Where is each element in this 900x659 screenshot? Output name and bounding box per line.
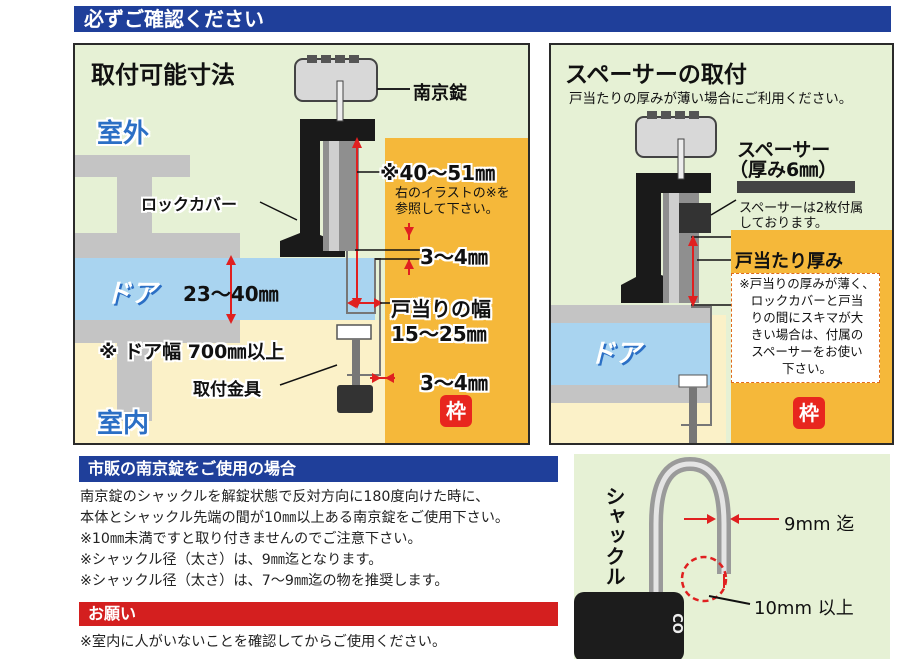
stop-width-label: 戸当りの幅 — [391, 297, 491, 321]
shackle-gap: 10mm 以上 — [754, 598, 854, 619]
range-note-sub2: 参照して下さい。 — [395, 202, 499, 217]
padlock-heading: 市販の南京錠をご使用の場合 — [88, 459, 297, 478]
inside-label: 室内 — [97, 409, 150, 439]
header-banner — [74, 6, 891, 32]
spacer-panel: スペーサーの取付 戸当たりの厚みが薄い場合にご利用ください。 スペーサー （厚み… — [549, 43, 894, 445]
padlock-line: 本体とシャックル先端の間が10㎜以上ある南京錠をご使用下さい。 — [80, 510, 510, 526]
door-width-note: ※ ドア幅 700㎜以上 — [99, 341, 285, 363]
frame-badge-right: 枠 — [793, 397, 825, 429]
padlock-line: ※シャックル径（太さ）は、9㎜迄となります。 — [80, 552, 383, 568]
warning-line: 下さい。 — [781, 361, 832, 376]
right-panel-subtitle: 戸当たりの厚みが薄い場合にご利用ください。 — [569, 91, 853, 107]
spacer-warning-text: ※戸当りの厚みが薄く、 ロックカバーと戸当 りの間にスキマが大 きい場合は、付属… — [737, 275, 877, 377]
spacer-note-1: スペーサーは2枚付属 — [739, 201, 864, 216]
warning-line: スペーサーをお使い — [751, 344, 863, 359]
request-heading-bar — [79, 602, 558, 626]
padlock-text: 南京錠のシャックルを解錠状態で反対方向に180度向けた時に、 本体とシャックル先… — [80, 487, 509, 592]
warning-line: りの間にスキマが大 — [750, 310, 864, 325]
request-heading: お願い — [88, 604, 137, 623]
bracket-label: 取付金具 — [193, 380, 261, 400]
range-note: ※40〜51㎜ — [380, 161, 496, 185]
range-note-sub1: 右のイラストの※を — [395, 186, 510, 201]
warning-line: ※戸当りの厚みが薄く、 — [739, 276, 875, 291]
spacer-note-box — [731, 273, 880, 383]
door-label-right: ドア — [589, 339, 642, 369]
mounting-illustration — [75, 55, 528, 443]
shackle-label: シャックル — [602, 486, 626, 586]
padlock-line: 南京錠のシャックルを解錠状態で反対方向に180度向けた時に、 — [80, 489, 490, 505]
top-gap-label: 3〜4㎜ — [420, 245, 488, 269]
warning-line: きい場合は、付属の — [750, 327, 864, 342]
door-label: ドア — [105, 279, 158, 309]
padlock-label: 南京錠 — [413, 83, 467, 104]
left-panel-title: 取付可能寸法 — [91, 61, 235, 89]
warning-line: ロックカバーと戸当 — [750, 293, 864, 308]
padlock-line: ※シャックル径（太さ）は、7〜9㎜迄の物を推奨します。 — [80, 573, 449, 589]
door-thickness-label: 23〜40㎜ — [183, 282, 279, 306]
frame-badge: 枠 — [440, 395, 472, 427]
lock-cover-label: ロックカバー — [141, 195, 238, 214]
stop-thickness-label: 戸当たり厚み — [735, 251, 843, 272]
shackle-diameter: 9mm 迄 — [784, 514, 855, 535]
shackle-panel: シャックル 9mm 迄 10mm 以上 CO — [574, 454, 890, 659]
spacer-note-2: しております。 — [739, 216, 828, 231]
spacer-illustration — [551, 111, 892, 443]
spacer-label: スペーサー — [737, 139, 831, 161]
bottom-gap-label: 3〜4㎜ — [420, 371, 488, 395]
stop-width-value: 15〜25㎜ — [391, 322, 487, 346]
header-title: 必ずご確認ください — [84, 7, 264, 31]
request-line: ※室内に人がいないことを確認してからご使用ください。 — [80, 634, 447, 650]
mounting-dimensions-panel: 取付可能寸法 室外 室内 南京錠 ロックカバー ドア 23〜40㎜ ※ ドア幅 … — [73, 43, 530, 445]
padlock-body-text: CO — [668, 613, 684, 634]
padlock-line: ※10㎜未満ですと取り付きませんのでご注意下さい。 — [80, 531, 422, 547]
padlock-heading-bar — [79, 456, 558, 482]
outside-label: 室外 — [97, 119, 150, 149]
spacer-thickness: （厚み6㎜） — [729, 159, 838, 181]
right-panel-title: スペーサーの取付 — [565, 62, 747, 88]
shackle-illustration — [574, 456, 779, 659]
